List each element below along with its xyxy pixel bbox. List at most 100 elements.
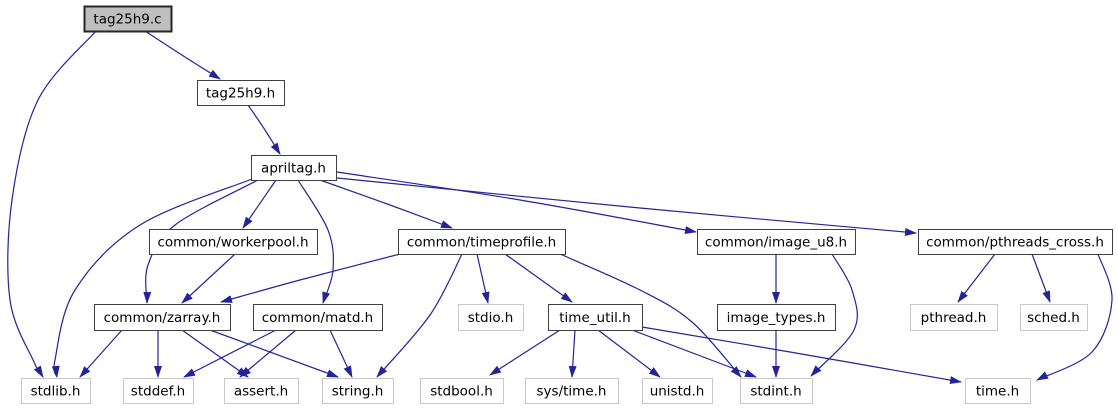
edge-common-pthreads-cross-h-to-pthread-h <box>957 253 996 303</box>
system-node-box <box>641 377 714 405</box>
system-node-box <box>1019 303 1089 332</box>
edge-common-image-u8-h-to-stdint-h <box>810 253 858 377</box>
node-common-timeprofile-h[interactable]: common/timeprofile.h <box>397 228 567 256</box>
node-assert-h[interactable]: assert.h <box>223 377 300 405</box>
edge-time-util-h-to-sys-time-h <box>568 329 577 378</box>
internal-node-box <box>716 303 837 332</box>
system-node-box <box>122 377 195 405</box>
node-label: apriltag.h <box>261 161 326 177</box>
edge-time-util-h-to-stdint-h <box>631 329 757 378</box>
edge-common-pthreads-cross-h-to-time-h <box>1036 253 1113 381</box>
node-label: common/pthreads_cross.h <box>926 235 1104 251</box>
node-tag25h9-c[interactable]: tag25h9.c <box>83 5 173 33</box>
edge-common-matd-h-to-assert-h <box>239 329 297 378</box>
edge-common-timeprofile-h-to-stdint-h <box>559 253 742 378</box>
system-node-box <box>321 377 395 405</box>
edge-common-pthreads-cross-h-to-sched-h <box>1031 253 1051 303</box>
edge-tag25h9-c-to-tag25h9-h <box>144 30 221 80</box>
edge-tag25h9-c-to-stdlib-h <box>7 30 97 378</box>
internal-node-box <box>696 228 857 256</box>
internal-node-box <box>196 79 286 107</box>
internal-node-box <box>547 303 644 332</box>
edge-time-util-h-to-unistd-h <box>597 329 661 378</box>
node-label: common/image_u8.h <box>705 235 847 251</box>
internal-node-box <box>93 303 232 332</box>
system-node-box <box>223 377 300 405</box>
node-label: time_util.h <box>559 310 630 326</box>
node-label: sched.h <box>1027 310 1080 326</box>
internal-node-box <box>148 228 319 256</box>
node-label: stdlib.h <box>31 384 81 400</box>
node-apriltag-h[interactable]: apriltag.h <box>250 154 338 182</box>
node-string-h[interactable]: string.h <box>321 377 395 405</box>
node-time-util-h[interactable]: time_util.h <box>547 303 644 332</box>
system-node-box <box>20 377 92 405</box>
node-pthread-h[interactable]: pthread.h <box>909 303 999 332</box>
node-label: stdio.h <box>468 310 514 326</box>
node-common-workerpool-h[interactable]: common/workerpool.h <box>148 228 319 256</box>
node-label: unistd.h <box>650 384 705 400</box>
nodes-layer: tag25h9.c tag25h9.h apriltag.h common/worke… <box>20 5 1114 405</box>
node-label: string.h <box>332 384 384 400</box>
system-node-box <box>457 303 525 332</box>
node-label: common/zarray.h <box>104 310 221 326</box>
node-stddef-h[interactable]: stddef.h <box>122 377 195 405</box>
node-label: common/matd.h <box>262 310 373 326</box>
node-common-pthreads-cross-h[interactable]: common/pthreads_cross.h <box>917 228 1114 256</box>
internal-node-box <box>250 154 338 182</box>
node-common-image-u8-h[interactable]: common/image_u8.h <box>696 228 857 256</box>
edge-common-zarray-h-to-stdlib-h <box>79 329 123 378</box>
node-label: common/workerpool.h <box>157 235 308 251</box>
node-stdio-h[interactable]: stdio.h <box>457 303 525 332</box>
edge-apriltag-h-to-common-workerpool-h <box>242 179 277 229</box>
node-unistd-h[interactable]: unistd.h <box>641 377 714 405</box>
node-label: stdbool.h <box>430 384 493 400</box>
system-node-box <box>964 377 1032 405</box>
edge-apriltag-h-to-common-timeprofile-h <box>319 179 453 229</box>
internal-node-box <box>397 228 567 256</box>
edge-time-util-h-to-stdbool-h <box>489 329 561 376</box>
node-label: tag25h9.h <box>206 86 275 102</box>
node-stdint-h[interactable]: stdint.h <box>739 377 814 405</box>
edges-layer <box>7 30 1113 385</box>
node-label: sys/time.h <box>537 384 607 400</box>
internal-node-box <box>917 228 1114 256</box>
node-label: common/timeprofile.h <box>407 235 556 251</box>
edge-common-timeprofile-h-to-common-zarray-h <box>220 253 401 303</box>
node-label: stddef.h <box>131 384 185 400</box>
node-label: time.h <box>976 384 1019 400</box>
edge-apriltag-h-to-stdlib-h <box>51 178 253 378</box>
node-stdlib-h[interactable]: stdlib.h <box>20 377 92 405</box>
node-sys-time-h[interactable]: sys/time.h <box>524 377 620 405</box>
edge-common-matd-h-to-string-h <box>329 329 353 378</box>
node-time-h[interactable]: time.h <box>964 377 1032 405</box>
node-label: image_types.h <box>727 310 826 326</box>
edge-common-timeprofile-h-to-time-util-h <box>504 253 573 303</box>
edge-time-util-h-to-time-h <box>641 326 962 385</box>
edge-common-zarray-h-to-string-h <box>209 329 339 378</box>
edge-common-zarray-h-to-assert-h <box>181 329 249 378</box>
edge-apriltag-h-to-common-image-u8-h <box>336 171 697 234</box>
node-image-types-h[interactable]: image_types.h <box>716 303 837 332</box>
node-stdbool-h[interactable]: stdbool.h <box>419 377 505 405</box>
system-node-box <box>524 377 620 405</box>
focus-focus-node-box <box>83 5 173 33</box>
edge-common-timeprofile-h-to-stdio-h <box>476 253 490 304</box>
node-common-zarray-h[interactable]: common/zarray.h <box>93 303 232 332</box>
node-common-matd-h[interactable]: common/matd.h <box>252 303 384 332</box>
edge-apriltag-h-to-common-matd-h <box>297 179 334 304</box>
edge-tag25h9-h-to-apriltag-h <box>247 104 281 155</box>
node-sched-h[interactable]: sched.h <box>1019 303 1089 332</box>
node-label: pthread.h <box>921 310 987 326</box>
node-label: tag25h9.c <box>93 12 161 28</box>
edge-common-matd-h-to-stddef-h <box>183 329 277 378</box>
system-node-box <box>739 377 814 405</box>
node-label: stdint.h <box>750 384 801 400</box>
system-node-box <box>909 303 999 332</box>
system-node-box <box>419 377 505 405</box>
node-tag25h9-h[interactable]: tag25h9.h <box>196 79 286 107</box>
node-label: assert.h <box>234 384 288 400</box>
